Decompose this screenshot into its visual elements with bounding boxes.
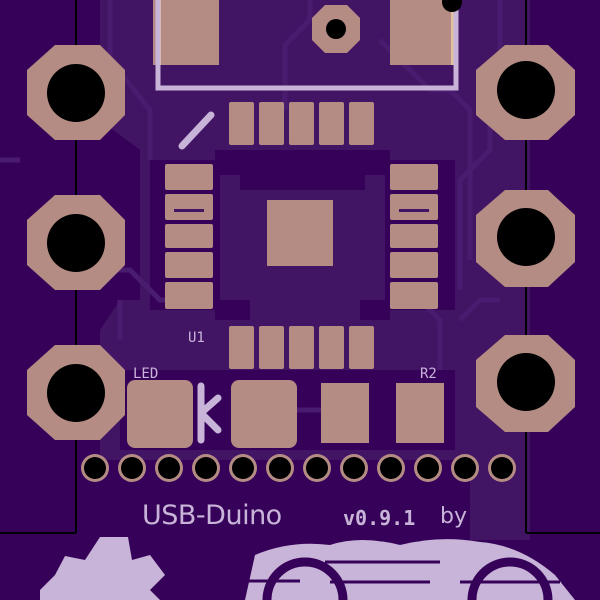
header-pad xyxy=(27,45,125,140)
bottom-holes xyxy=(81,454,516,482)
led-label: LED xyxy=(133,366,159,382)
r2-footprint xyxy=(321,383,444,443)
led-footprint xyxy=(127,380,297,448)
header-pad xyxy=(476,335,575,432)
header-pad xyxy=(27,195,125,290)
usb-connector xyxy=(153,0,462,150)
u1-thermal-pad xyxy=(267,200,333,266)
header-left xyxy=(27,45,125,440)
u1-right-pads xyxy=(390,164,438,309)
u1-bottom-pads xyxy=(229,326,374,369)
u1-left-pads xyxy=(165,164,213,309)
r2-label: R2 xyxy=(420,366,437,382)
open-hardware-gear-logo xyxy=(40,537,165,600)
maker-logo xyxy=(245,538,575,600)
u1-top-pads xyxy=(229,102,374,145)
header-pad xyxy=(27,345,125,440)
board-title: USB-Duino xyxy=(142,500,282,531)
header-pad xyxy=(476,190,575,287)
board-by: by xyxy=(440,504,467,529)
board-version: v0.9.1 xyxy=(343,506,416,530)
header-pad xyxy=(476,45,575,140)
u1-label: U1 xyxy=(188,330,205,346)
header-right xyxy=(476,45,575,432)
